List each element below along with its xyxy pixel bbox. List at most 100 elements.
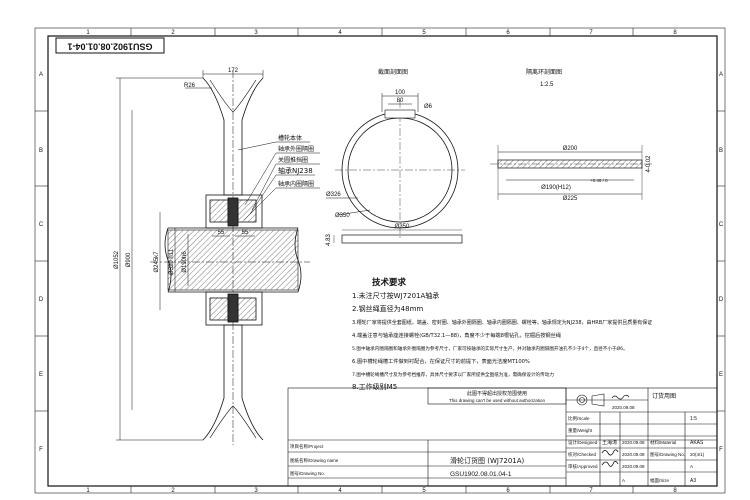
drawing-name-label: 图纸名称/Drawing name [290,457,339,464]
dim-483: 4.83 [326,234,332,246]
rev-value: A [622,478,625,483]
dim-d900: Ø900 [126,252,132,267]
signature-check [601,449,619,456]
zone-col-3: 3 [254,30,258,36]
tech-notes-title: 技术要求 [372,277,407,288]
material-label: 材料/Material [650,439,676,446]
zone-row-e-right: E [719,372,723,378]
dim-4-tol: 4-0.02 [646,155,652,173]
zone-row-c: C [39,222,44,228]
dim-55-right: 55 [242,230,249,236]
callout-sheave-body: 槽轮本体 [278,134,302,142]
drawing-type: 订货用图 [652,392,676,400]
outer-border [34,27,726,494]
projection-symbol-icon [576,393,605,407]
callout-bearing: 轴承NJ238 [278,166,313,175]
dim-d190: Ø190h6 [182,251,188,273]
date-top: 2020.09.08 [612,405,635,410]
sheet-label: 图号/Drawing No. [650,452,685,458]
dim-d350: Ø350 [335,213,350,219]
tech-note-1: 1.未注尺寸按WJ7201A轴承 [352,291,439,300]
tech-note-4: 4.端盖注意与轴承座连接螺栓(GB/T32.1—88)，角度不少于每端8根钻孔，… [352,331,561,339]
tech-note-6: 6.图中槽轮绳槽工件做到衬配合，在保证尺寸的前提下，表面光洁度MT100% [352,357,530,365]
drawing-no-label: 图号/Drawing No. [290,471,325,477]
design-name: 王海涛 [602,439,617,446]
section-view-label: 截面剖面图 [378,68,408,76]
scale-label: 比例/Scale [568,415,590,422]
detail-view-scale: 1:2.5 [540,82,554,88]
design-label: 设计/Designed [568,439,598,446]
zone-labels: 1 2 3 4 5 6 7 8 1 2 3 4 5 6 7 8 A B C D … [39,30,724,494]
dim-d245: Ø245k7 [154,251,160,273]
zone-col-8-bottom: 8 [673,488,677,494]
tech-note-5: 5.图中轴承内圈隔圈和轴承外圈隔圈为参考尺寸，厂家可按轴承的实际尺寸生产，并对轴… [352,345,628,352]
zone-col-4: 4 [338,30,342,36]
zone-row-d: D [39,297,44,303]
zone-row-a: A [39,72,43,78]
size-label: 幅面/Size [650,477,670,484]
dim-d1052: Ø1052 [114,250,120,269]
approve-label: 审核/Approved [568,463,598,470]
callout-inner-spacer: 轴承内圈隔圈 [278,180,314,188]
zone-col-3-bottom: 3 [254,488,258,494]
size-value: A3 [690,478,696,484]
check-date: 2020.09.08 [622,452,645,457]
zone-col-6: 6 [506,30,510,36]
callout-leaders [237,141,320,221]
tech-note-8: 8.工作级别M5 [352,382,397,391]
zone-col-2-bottom: 2 [171,488,175,494]
zone-row-c-right: C [719,222,724,228]
drawing-no-value: GSU1902.08.01.04-1 [450,471,512,478]
dim-d200: Ø200 [563,146,578,152]
signature-approve [601,460,619,467]
dim-172: 172 [228,68,239,74]
approve-date: 2020.09.08 [622,464,645,469]
technical-requirements: 技术要求 1.未注尺寸按WJ7201A轴承 2.钢丝绳直径为48mm 3.槽轮厂… [352,277,652,391]
zone-col-8: 8 [673,30,677,36]
zone-row-b: B [39,148,43,154]
sheave-section-view [150,70,310,445]
dim-d190-tol: +0.46 / 0 [590,178,608,183]
dim-100: 100 [395,90,406,96]
dim-r26: R26 [184,83,196,89]
weight-label: 重量/Weight [568,427,593,434]
dim-d320: Ø320 h11 [169,248,175,275]
tech-note-3: 3.槽轮厂家将提供全套图纸。端盖、密封圈、轴承外圈隔圈、轴承内圈隔圈、螺栓等。轴… [352,319,652,326]
signature-top [611,394,630,400]
spacer-ring-detail-view [490,145,652,200]
dim-80: 80 [397,98,404,104]
drawing-code-stamp: GSU1902.08.01.04-1 [67,42,152,52]
zone-col-6-bottom: 6 [506,488,510,494]
confidential-en: This drawing can't be used without autho… [449,398,545,403]
tech-note-7: 7.图中槽轮绳槽尺寸及为参考档推荐，具体尺寸要求以厂家所提供全图纸为准，需确保设… [352,371,554,378]
zone-col-1-bottom: 1 [86,488,90,494]
callout-outer-spacer: 轴承外圈隔圈 [278,145,314,153]
material-value: AKAS [690,440,704,446]
scale-value: 1:5 [690,416,697,422]
inner-border [47,35,718,487]
zone-row-b-right: B [719,148,723,154]
zone-row-e: E [39,372,43,378]
zone-col-2: 2 [171,30,175,36]
tech-note-2: 2.钢丝绳直径为48mm [352,304,423,313]
sheet-value: 20(4/1) [690,452,705,457]
zone-col-5: 5 [422,30,426,36]
dim-d326: Ø326 [326,192,341,198]
zone-row-f: F [39,447,43,453]
zone-col-5-bottom: 5 [422,488,426,494]
dim-d6: Ø6 [424,104,433,110]
dim-55-left: 55 [218,230,225,236]
zone-row-d-right: D [719,297,724,303]
zone-ticks [35,28,725,493]
zone-col-7-bottom: 7 [589,488,593,494]
drawing-code-stamp-box [55,37,165,54]
sheave-dimension-lines [116,70,264,441]
dim-d350-bar: Ø350 [395,224,410,230]
zone-row-a-right: A [719,72,723,78]
check-label: 校对/Checked [568,451,597,458]
callout-retaining-ring: 关圆推挡圈 [278,156,308,164]
zone-row-f-right: F [719,447,723,453]
design-date: 2020.09.08 [622,440,645,445]
confidential-cn: 此图不得超出授权范围使用 [467,390,527,397]
